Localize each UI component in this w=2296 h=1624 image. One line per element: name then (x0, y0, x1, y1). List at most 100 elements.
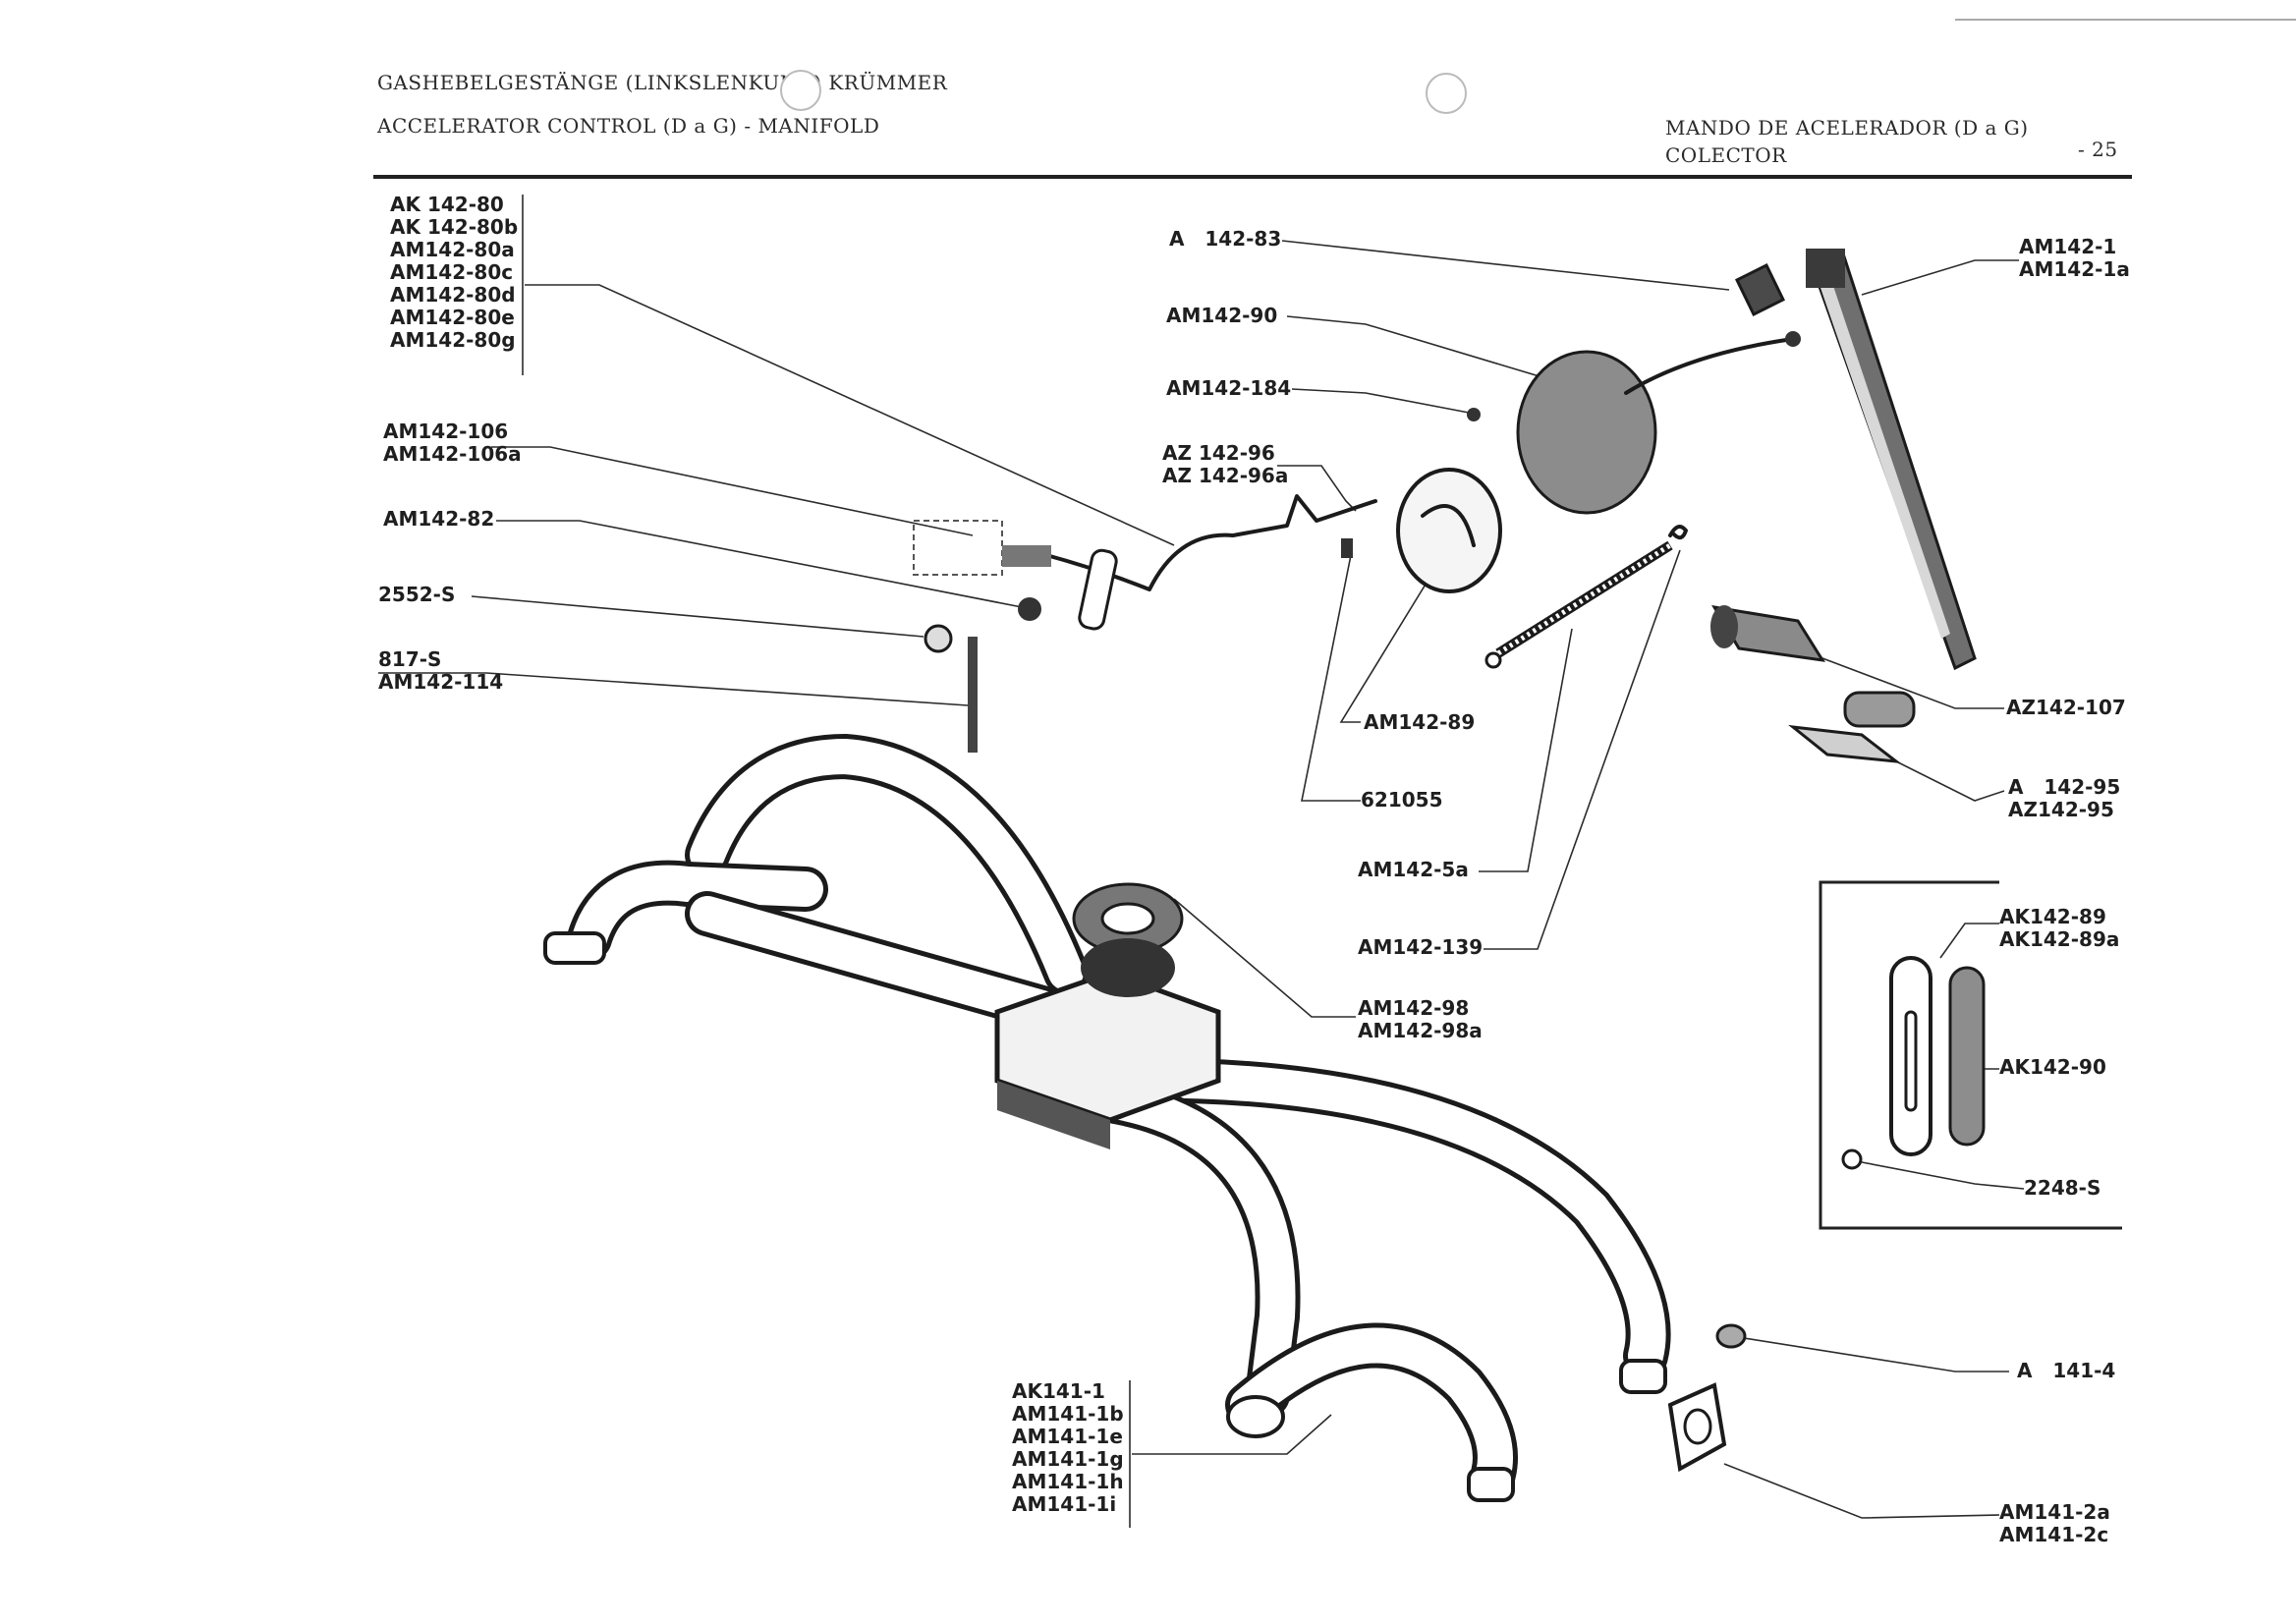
part-label: AZ 142-96 (1162, 441, 1275, 465)
part-label: AM142-80e (390, 306, 515, 329)
part-label: AM141-1e (1012, 1425, 1123, 1448)
lower-flange (1467, 1467, 1515, 1502)
label-group-a142-95: A 142-95 AZ142-95 (2008, 776, 2120, 821)
gasket-am141-2 (1667, 1382, 1727, 1473)
pedal-pad (1710, 604, 1825, 662)
part-label: AM142-80d (390, 283, 516, 307)
label-am142-139: AM142-139 (1358, 935, 1484, 959)
screw-621055 (1341, 538, 1353, 558)
linkage-bracket (1078, 548, 1118, 631)
label-am142-184: AM142-184 (1166, 376, 1292, 400)
accelerator-pedal (1805, 249, 1977, 671)
part-label: AM142-80g (390, 328, 516, 352)
stud-817s (968, 637, 978, 753)
page-number: - 25 (2078, 138, 2118, 161)
part-label: AM141-1h (1012, 1470, 1124, 1493)
leader-lines (378, 240, 2025, 1519)
screw-2248s (1841, 1148, 1863, 1170)
leader-am142-90 (1286, 315, 1563, 384)
clip-am142-184 (1467, 408, 1481, 421)
leader-ak141-1 (1132, 1414, 1332, 1455)
leader-2248s (1861, 1161, 2025, 1190)
part-label: AM141-1i (1012, 1492, 1117, 1516)
part-label: AM141-1b (1012, 1402, 1124, 1426)
part-label: AM142-80a (390, 238, 515, 261)
label-2552-s: 2552-S (378, 583, 456, 606)
inset-box (1819, 880, 2122, 1230)
leader-ak142-80 (525, 284, 1175, 546)
punch-hole-left (780, 70, 821, 111)
label-az142-107: AZ142-107 (2006, 696, 2126, 719)
leader-am142-82 (496, 520, 1023, 608)
label-group-am142-106: AM142-106 AM142-106a (383, 420, 522, 466)
swivel-am142-106 (1002, 545, 1051, 567)
part-label: AK 142-80b (390, 215, 519, 239)
header-title-english: ACCELERATOR CONTROL (D a G) - MANIFOLD (377, 114, 880, 138)
label-group-am142-1: AM142-1 AM142-1a (2019, 236, 2130, 281)
leader-a141-4 (1743, 1337, 2009, 1372)
label-621055: 621055 (1361, 788, 1443, 812)
label-2248-s: 2248-S (2024, 1176, 2101, 1200)
part-label: AM142-1a (2019, 257, 2130, 281)
header-title-spanish-line1: MANDO DE ACELERADOR (D a G) (1665, 116, 2029, 140)
leader-am142-1 (1861, 259, 2019, 296)
label-ak142-90: AK142-90 (1999, 1055, 2106, 1079)
leader-am142-184 (1291, 388, 1470, 414)
pedal-hinge (1787, 691, 1916, 764)
pedal-mount (1806, 249, 1845, 288)
part-label: AM141-1g (1012, 1447, 1124, 1471)
punch-hole-right (1426, 73, 1467, 114)
leader-621055 (1301, 554, 1361, 802)
pedal-arm-inner (1820, 283, 1950, 639)
nut-a141-4 (1715, 1323, 1747, 1349)
part-label: AM141-2c (1999, 1523, 2109, 1546)
rod-end-ball (1785, 331, 1801, 347)
label-a142-83: A 142-83 (1169, 227, 1282, 251)
part-label: AM142-114 (378, 670, 504, 694)
leader-a142-83 (1281, 240, 1730, 291)
part-label: AK142-89 (1999, 905, 2106, 928)
leader-817s (378, 672, 969, 706)
label-group-ak142-89: AK142-89 AK142-89a (1999, 906, 2119, 951)
part-label: A 142-95 (2008, 775, 2121, 799)
part-label: AM142-1 (2019, 235, 2117, 258)
boot-flange (1396, 468, 1502, 593)
part-label: AM142-106a (383, 442, 522, 466)
return-spring (1484, 540, 1673, 669)
plate-ak142-89 (1889, 956, 1932, 1156)
leader-am142-139 (1484, 549, 1681, 950)
leader-a142-95 (1895, 760, 2005, 802)
slot-ak142-89 (1904, 1010, 1918, 1112)
label-group-ak141-1: AK141-1 AM141-1b AM141-1e AM141-1g AM141… (1012, 1380, 1124, 1516)
label-am142-89: AM142-89 (1364, 710, 1476, 734)
exhaust-manifold (543, 733, 1671, 1502)
part-label: AM142-98 (1358, 996, 1470, 1020)
label-am142-90: AM142-90 (1166, 304, 1278, 327)
part-label: AM142-98a (1358, 1019, 1483, 1042)
label-am142-82: AM142-82 (383, 507, 495, 531)
bracket-am142-106 (913, 520, 1003, 576)
carb-spacer (1081, 938, 1175, 997)
label-am142-5a: AM142-5a (1358, 858, 1469, 881)
bushing-am142-82 (1018, 597, 1041, 621)
throttle-linkage-rod (1044, 494, 1377, 591)
part-label: AK 142-80 (390, 193, 504, 216)
leader-az142-96 (1277, 465, 1357, 512)
leader-am142-98 (1173, 898, 1356, 1018)
label-group-am141-2: AM141-2a AM141-2c (1999, 1501, 2110, 1546)
leader-am142-5a (1479, 628, 1573, 872)
leader-am141-2 (1723, 1463, 2000, 1519)
leader-2552s (471, 595, 924, 638)
label-group-az142-96: AZ 142-96 AZ 142-96a (1162, 442, 1288, 487)
header-title-spanish-line2: COLECTOR (1665, 143, 1787, 167)
leader-am142-89 (1339, 569, 1435, 723)
header-rule (373, 175, 2132, 179)
boot-body (1516, 350, 1657, 515)
left-flange (543, 931, 606, 965)
accelerator-rod (1624, 337, 1795, 395)
pedal-stop-block (1735, 262, 1785, 317)
gasket-ak142-90 (1948, 966, 1986, 1147)
right-flange (1619, 1359, 1667, 1394)
part-label: 817-S (378, 647, 442, 671)
label-group-am142-98: AM142-98 AM142-98a (1358, 997, 1483, 1042)
